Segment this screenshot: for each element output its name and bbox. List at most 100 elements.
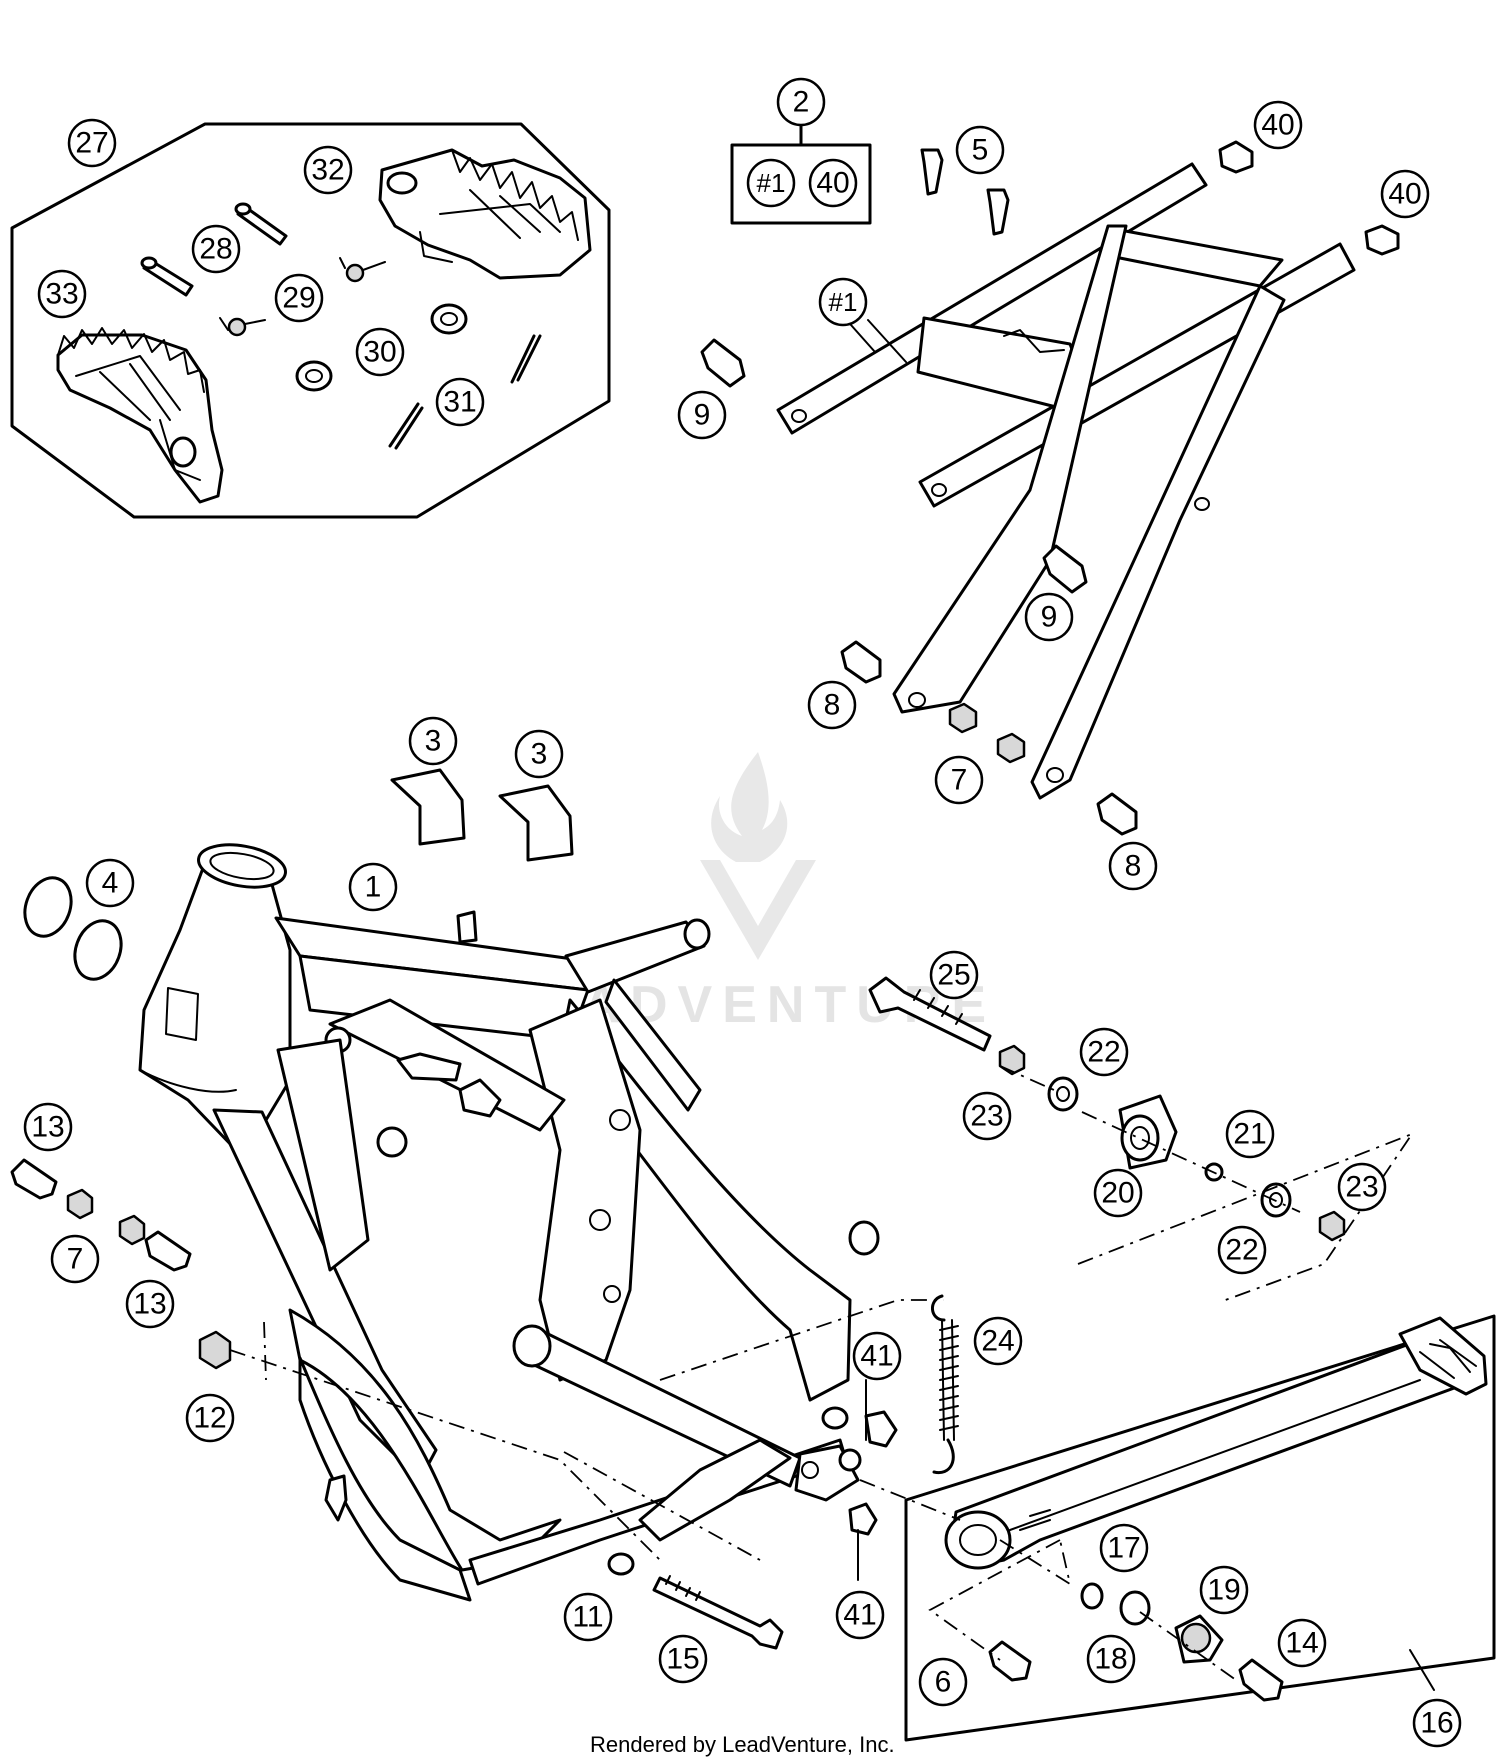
footpeg-right xyxy=(378,148,592,280)
callout-number: 22 xyxy=(1225,1234,1258,1267)
callout-17: 17 xyxy=(1099,1523,1149,1573)
callout-22: 22 xyxy=(1217,1225,1267,1275)
callout-circle xyxy=(918,1657,968,1707)
callout-24: 24 xyxy=(973,1316,1023,1366)
callout-circle xyxy=(1337,1162,1387,1212)
callout-circle xyxy=(303,145,353,195)
subframe-plug-top xyxy=(1218,140,1254,174)
callout-circle xyxy=(955,125,1005,175)
callout-circle xyxy=(973,1316,1023,1366)
sidestand-group xyxy=(904,1314,1496,1742)
callout-number: 9 xyxy=(694,399,711,432)
callout-number: 14 xyxy=(1285,1627,1318,1660)
subframe-screws-5 xyxy=(920,148,1010,236)
frame-bolts-13 xyxy=(10,1158,192,1272)
subframe-bolts-8 xyxy=(840,640,1138,836)
callout-number: 3 xyxy=(531,738,548,771)
callout-13: 13 xyxy=(125,1279,175,1329)
footpeg-left xyxy=(56,327,224,504)
callout-9: 9 xyxy=(677,390,727,440)
footpeg-kit-outline xyxy=(10,122,611,519)
callout-circle xyxy=(191,224,241,274)
callout-number: 32 xyxy=(311,154,344,187)
callout-20: 20 xyxy=(1093,1168,1143,1218)
callout-circle xyxy=(1217,1225,1267,1275)
callout-number: 19 xyxy=(1207,1574,1240,1607)
subframe-crossplate xyxy=(916,316,1078,410)
callout-circle xyxy=(1099,1523,1149,1573)
callout-number: 8 xyxy=(1125,850,1142,883)
callout-number: 31 xyxy=(443,386,476,419)
callout-circle xyxy=(1412,1698,1462,1748)
callout-number: #1 xyxy=(829,287,858,317)
callout-number: 1 xyxy=(365,871,382,904)
callout-number: 12 xyxy=(193,1402,226,1435)
callout-circle xyxy=(514,729,564,779)
sidestand-bolt-25 xyxy=(868,976,992,1052)
callout-23: 23 xyxy=(962,1091,1012,1141)
callout-6: 6 xyxy=(918,1657,968,1707)
subframe-nuts-7 xyxy=(948,702,1026,764)
callout-27: 27 xyxy=(67,118,117,168)
callout-number: 18 xyxy=(1094,1643,1127,1676)
callout-circle xyxy=(125,1279,175,1329)
callout-number: 27 xyxy=(75,127,108,160)
callout-circle xyxy=(1225,1109,1275,1159)
assembly-lines xyxy=(229,319,1435,1691)
callout-hash1: #1 xyxy=(818,277,868,327)
callout-4: 4 xyxy=(85,858,135,908)
callout-number: 7 xyxy=(67,1243,84,1276)
callout-number: #1 xyxy=(757,168,786,198)
callout-circle xyxy=(50,1234,100,1284)
subframe-bolts-9 xyxy=(700,338,1088,594)
callout-number: 2 xyxy=(793,86,810,119)
callout-circle xyxy=(1277,1618,1327,1668)
callout-30: 30 xyxy=(355,327,405,377)
callout-18: 18 xyxy=(1086,1634,1136,1684)
sidestand-spring-24 xyxy=(931,1294,959,1475)
subframe-strut-left xyxy=(892,224,1128,714)
callout-14: 14 xyxy=(1277,1618,1327,1668)
callout-29: 29 xyxy=(274,273,324,323)
footer-credit: Rendered by LeadVenture, Inc. xyxy=(590,1732,895,1757)
callout-circle xyxy=(37,269,87,319)
callout-circle xyxy=(929,950,979,1000)
callout-13: 13 xyxy=(23,1102,73,1152)
callout-circle xyxy=(1253,100,1303,150)
callout-circle xyxy=(355,327,405,377)
callout-circle xyxy=(85,858,135,908)
callout-circle xyxy=(408,716,458,766)
callout-number: 11 xyxy=(572,1601,603,1634)
main-frame xyxy=(138,843,880,1602)
callout-circle xyxy=(67,118,117,168)
callout-15: 15 xyxy=(658,1634,708,1684)
callout-number: 13 xyxy=(31,1111,64,1144)
callout-circle xyxy=(658,1634,708,1684)
callout-28: 28 xyxy=(191,224,241,274)
callout-25: 25 xyxy=(929,950,979,1000)
callout-1: 1 xyxy=(348,862,398,912)
callout-number: 24 xyxy=(981,1325,1014,1358)
callout-circle xyxy=(835,1590,885,1640)
callout-number: 23 xyxy=(1345,1171,1378,1204)
callout-23: 23 xyxy=(1337,1162,1387,1212)
callout-circle xyxy=(677,390,727,440)
callout-circle xyxy=(435,377,485,427)
callout-32: 32 xyxy=(303,145,353,195)
subframe-strut-right xyxy=(1030,284,1286,800)
callout-circle xyxy=(1079,1027,1129,1077)
callout-16: 16 xyxy=(1412,1698,1462,1748)
steering-head-rings xyxy=(23,876,123,981)
callout-2: 2 xyxy=(776,77,826,127)
callout-number: 15 xyxy=(666,1643,699,1676)
callout-number: 33 xyxy=(45,278,78,311)
footpeg-cotter-pins xyxy=(388,334,542,450)
callout-number: 23 xyxy=(970,1100,1003,1133)
frame-bolt-15-washer-11 xyxy=(607,1552,784,1650)
subframe-rear-cross xyxy=(1098,228,1284,288)
callout-number: 40 xyxy=(1261,109,1294,142)
callout-number: 40 xyxy=(816,167,849,200)
callout-number: 17 xyxy=(1107,1532,1140,1565)
